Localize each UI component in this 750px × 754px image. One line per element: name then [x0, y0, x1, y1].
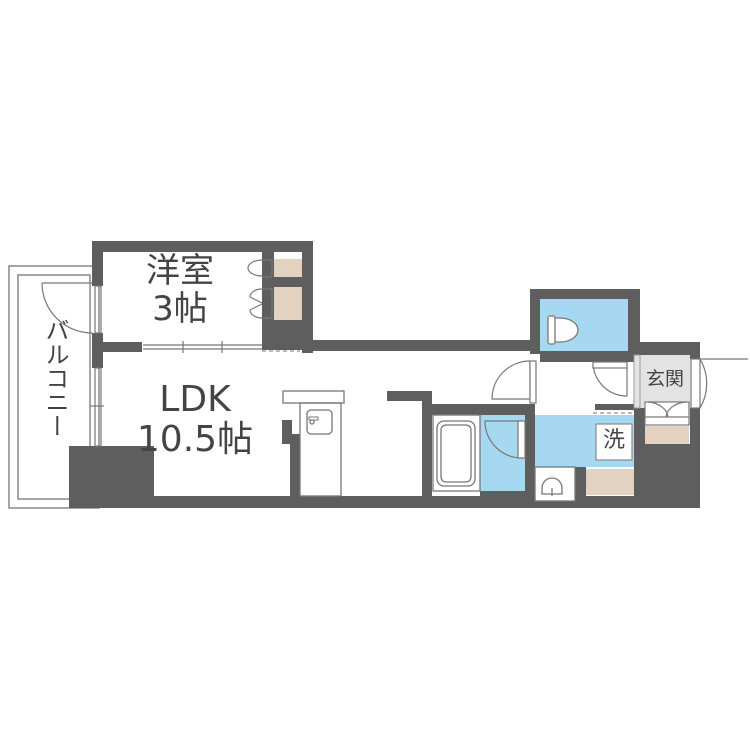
ldk-name: LDK [159, 379, 231, 420]
kitchen-sink [306, 409, 333, 435]
ldk-size: 10.5帖 [136, 419, 254, 461]
balcony [8, 265, 100, 509]
shoe-box [645, 426, 689, 444]
bathtub [432, 414, 481, 492]
faucet-icon [308, 416, 319, 421]
western-room-size: 3帖 [152, 289, 208, 330]
storage-areas [272, 259, 689, 495]
entrance-label: 玄関 [645, 368, 684, 390]
washer-label: 洗 [602, 428, 625, 453]
western-room-name: 洋室 [146, 251, 214, 291]
washroom-shelf [586, 469, 634, 495]
washer-box [595, 423, 633, 461]
doors [41, 259, 748, 459]
western-room-label: 洋室 3帖 [125, 252, 235, 328]
closet-upper [272, 259, 303, 277]
wash-basin [534, 466, 576, 502]
windows [90, 285, 262, 447]
entrance-step [633, 354, 641, 409]
balcony-label: バルコニー [41, 318, 69, 438]
walls [69, 241, 700, 508]
closet-lower [272, 287, 303, 320]
ldk-label: LDK 10.5帖 [115, 379, 275, 461]
toilet-icon [547, 315, 579, 345]
